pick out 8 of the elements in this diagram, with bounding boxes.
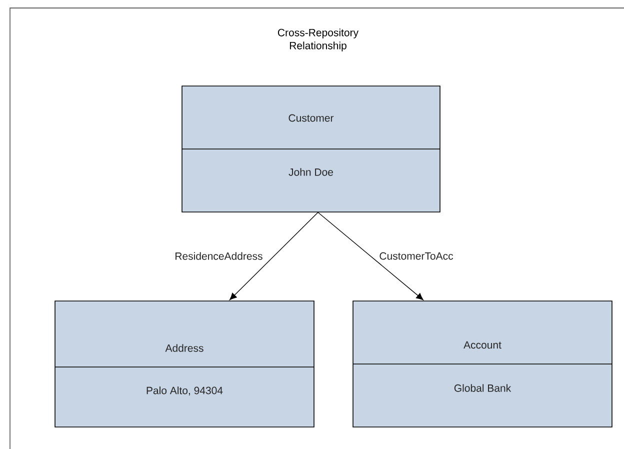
entity-box: Customer John Doe xyxy=(182,86,440,212)
title: Cross-Repository Relationship xyxy=(278,28,359,52)
entity-box: Address Palo Alto, 94304 xyxy=(54,300,314,428)
arrow xyxy=(318,212,424,300)
edge-label: ResidenceAddress xyxy=(174,251,264,261)
arrow xyxy=(230,212,318,300)
edge-label: CustomerToAcc xyxy=(378,251,454,261)
entity-box: Account Global Bank xyxy=(352,300,612,428)
